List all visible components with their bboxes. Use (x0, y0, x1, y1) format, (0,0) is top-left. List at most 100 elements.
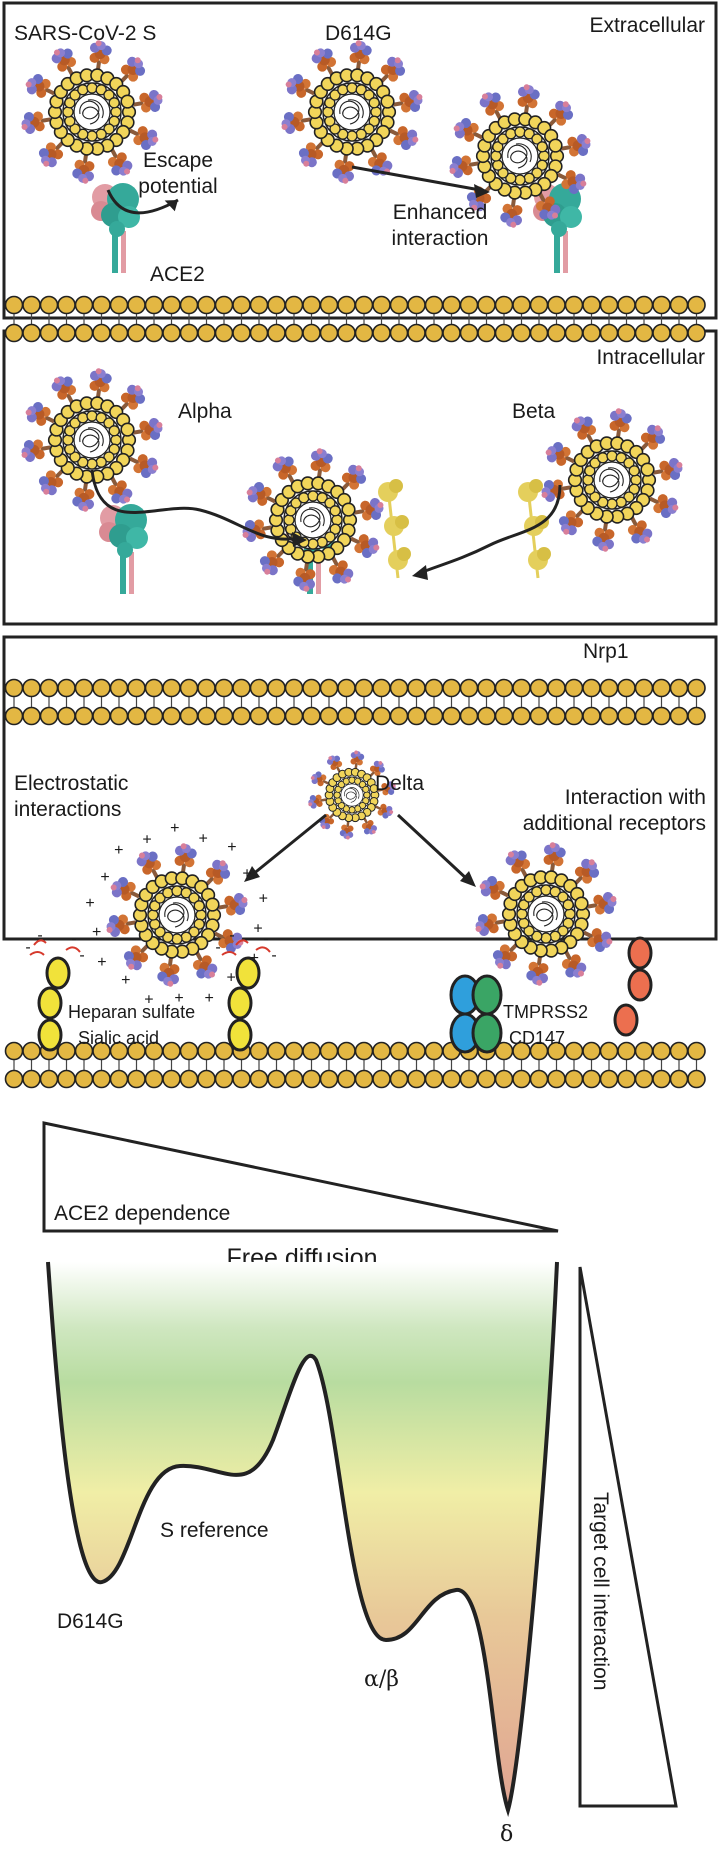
lipid-head (634, 323, 654, 343)
lipid-head (109, 295, 129, 315)
lipid-head (652, 706, 671, 726)
charge-mark: + (242, 865, 251, 882)
lipid-head (197, 1041, 216, 1061)
lipid-head (564, 323, 584, 343)
lipid-head (582, 323, 601, 343)
lipid-head (232, 1069, 251, 1089)
sialic-label: Sialic acid (78, 1028, 159, 1048)
electrostatic-label-line1: Electrostatic (14, 772, 128, 795)
lipid-head (162, 706, 181, 726)
lipid-head (92, 706, 111, 726)
lipid-head (162, 295, 181, 315)
cd147-receptor (613, 936, 653, 1037)
charge-mark: + (198, 830, 207, 847)
lipid-head (442, 678, 461, 698)
lipid-head (354, 678, 374, 698)
energy-landscape-fill (48, 1262, 557, 1810)
charge-mark: - (25, 939, 30, 956)
lipid-head (267, 706, 286, 726)
lipid-head (302, 706, 321, 726)
charge-mark: - (229, 927, 234, 944)
cd147-label: CD147 (509, 1028, 565, 1048)
lipid-head (564, 706, 584, 726)
charge-mark: + (170, 820, 179, 837)
panel-1-frame (2, 1, 718, 320)
virus-sars-cov-2 (19, 39, 165, 185)
virus-alpha (19, 367, 165, 513)
lipid-head (197, 295, 216, 315)
lipid-head (214, 295, 234, 315)
lipid-head (512, 678, 531, 698)
lipid-head (372, 1041, 391, 1061)
lipid-head (372, 678, 391, 698)
membrane-panel-2 (4, 678, 706, 726)
lipid-head (197, 323, 216, 343)
lipid-head (547, 323, 566, 343)
electrostatic-label-line2: interactions (14, 798, 121, 821)
lipid-head (652, 678, 671, 698)
virus-particles (19, 39, 685, 988)
lipid-head (494, 706, 514, 726)
lipid-head (512, 295, 531, 315)
lipid-head (564, 295, 584, 315)
lipid-head (319, 706, 339, 726)
lipid-head (74, 323, 94, 343)
alpha-beta-well-label: α/β (364, 1667, 399, 1692)
intracellular-label: Intracellular (596, 346, 705, 369)
lipid-head (4, 706, 24, 726)
lipid-head (354, 323, 374, 343)
lipid-head (407, 1041, 426, 1061)
alpha-wavy-arrow-head (292, 532, 307, 547)
lipid-head (39, 678, 59, 698)
lipid-head (319, 323, 339, 343)
charge-mark: - (79, 947, 84, 964)
lipid-head (407, 678, 426, 698)
lipid-head (267, 323, 286, 343)
lipid-head (319, 678, 339, 698)
lipid-head (249, 678, 269, 698)
lipid-head (547, 678, 566, 698)
lipid-head (442, 706, 461, 726)
charge-mark: + (114, 842, 123, 859)
lipid-head (617, 678, 636, 698)
lipid-head (459, 323, 479, 343)
lipid-head (179, 678, 199, 698)
escape-label-line1: Escape (143, 149, 213, 172)
lipid-head (442, 323, 461, 343)
charge-mark: + (250, 950, 259, 967)
charge-mark: + (142, 832, 151, 849)
lipid-head (162, 678, 181, 698)
lipid-head (39, 1069, 59, 1089)
lipid-head (389, 295, 409, 315)
lipid-head (669, 323, 689, 343)
lipid-head (582, 706, 601, 726)
lipid-head (22, 1041, 41, 1061)
lipid-head (389, 1069, 409, 1089)
ace2-dependence-wedge (42, 1121, 559, 1233)
lipid-head (4, 295, 24, 315)
lipid-head (162, 323, 181, 343)
lipid-head (22, 323, 41, 343)
lipid-head (669, 678, 689, 698)
lipid-head (477, 678, 496, 698)
lipid-head (687, 678, 706, 698)
receptors-arrow-head (460, 871, 476, 887)
lipid-head (319, 1069, 339, 1089)
charge-mark: + (259, 891, 268, 908)
lipid-head (284, 1041, 304, 1061)
lipid-head (634, 295, 654, 315)
lipid-head (302, 295, 321, 315)
lipid-head (477, 295, 496, 315)
enhanced-label-line1: Enhanced (393, 201, 488, 224)
lipid-head (267, 1069, 286, 1089)
lipid-head (337, 678, 356, 698)
lipid-head (459, 295, 479, 315)
lipid-head (512, 706, 531, 726)
heparan-sulfate-right (221, 939, 271, 1052)
lipid-head (634, 1069, 654, 1089)
escape-arrow (106, 189, 179, 215)
lipid-head (372, 323, 391, 343)
enhanced-arrow-head (474, 184, 490, 198)
lipid-head (179, 706, 199, 726)
